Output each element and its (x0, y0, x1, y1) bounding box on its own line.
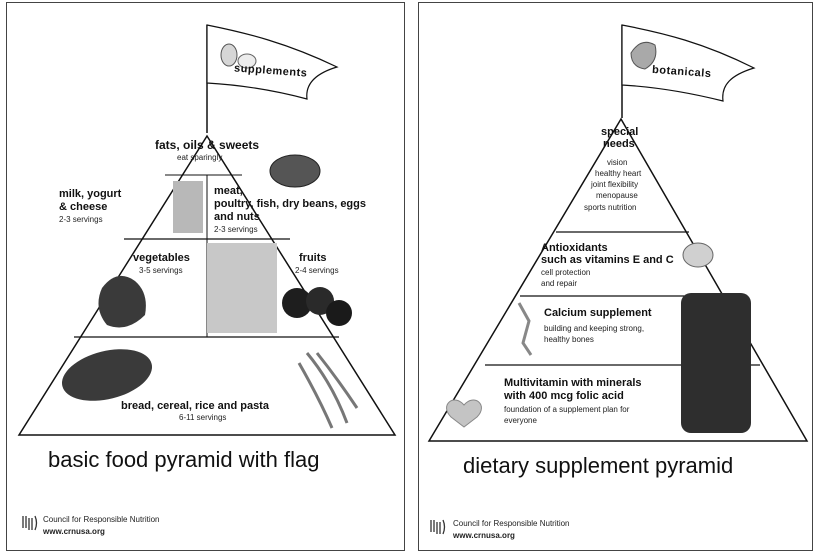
vegetables-servings: 3-5 servings (139, 267, 183, 275)
special-needs-label-line-1: special (601, 127, 638, 139)
multivitamin-desc: everyone (504, 417, 537, 425)
multivitamin-label-line-1: Multivitamin with minerals (504, 378, 642, 390)
child-drinking-milk-image (173, 181, 203, 233)
org-url: www.crnusa.org (43, 527, 105, 536)
org-name: Council for Responsible Nutrition (453, 519, 570, 528)
dairy-label-line-2: & cheese (59, 202, 107, 214)
grains-label: bread, cereal, rice and pasta (121, 401, 269, 413)
dairy-servings: 2-3 servings (59, 216, 103, 224)
fats-servings: eat sparingly (177, 154, 222, 162)
special-item: joint flexibility (591, 181, 638, 189)
pepper-image (326, 300, 352, 326)
meat-label-line-3: and nuts (214, 212, 260, 224)
basic-food-pyramid-panel: supplements fats, oils & sweets eat spar… (6, 2, 405, 551)
org-name: Council for Responsible Nutrition (43, 515, 160, 524)
crn-logo-icon (429, 518, 447, 536)
antioxidants-label-line-1: Antioxidants (541, 243, 608, 255)
dairy-label-line-1: milk, yogurt (59, 189, 121, 201)
dietary-supplement-pyramid-panel: botanicals special needs vision healthy … (418, 2, 813, 551)
fats-oils-sweets-label: fats, oils & sweets (155, 139, 259, 152)
pyramid-caption: basic food pyramid with flag (48, 447, 319, 473)
antioxidants-desc: and repair (541, 280, 577, 288)
cooking-man-image (207, 243, 277, 333)
fruits-label: fruits (299, 253, 327, 265)
multivitamin-label-line-2: with 400 mcg folic acid (504, 391, 624, 403)
antioxidants-label-line-2: such as vitamins E and C (541, 255, 674, 267)
crn-logo-icon (21, 514, 39, 532)
pyramid-caption: dietary supplement pyramid (463, 453, 733, 479)
special-item: sports nutrition (584, 204, 636, 212)
calcium-desc: healthy bones (544, 336, 594, 344)
meat-servings: 2-3 servings (214, 226, 258, 234)
fruits-servings: 2-4 servings (295, 267, 339, 275)
multivitamin-desc: foundation of a supplement plan for (504, 406, 629, 414)
special-item: menopause (596, 192, 638, 200)
calcium-desc: building and keeping strong, (544, 325, 644, 333)
calcium-label: Calcium supplement (544, 308, 652, 320)
softgel-image (683, 243, 713, 267)
special-needs-label-line-2: needs (603, 139, 635, 151)
special-item: vision (607, 159, 627, 167)
meat-label-line-1: meat, (214, 186, 243, 198)
children-group-image (681, 293, 751, 433)
org-url: www.crnusa.org (453, 531, 515, 540)
special-item: healthy heart (595, 170, 641, 178)
meat-label-line-2: poultry, fish, dry beans, eggs (214, 199, 366, 211)
antioxidants-desc: cell protection (541, 269, 590, 277)
candy-image (270, 155, 320, 187)
vegetables-label: vegetables (133, 253, 190, 265)
grains-servings: 6-11 servings (179, 414, 226, 422)
